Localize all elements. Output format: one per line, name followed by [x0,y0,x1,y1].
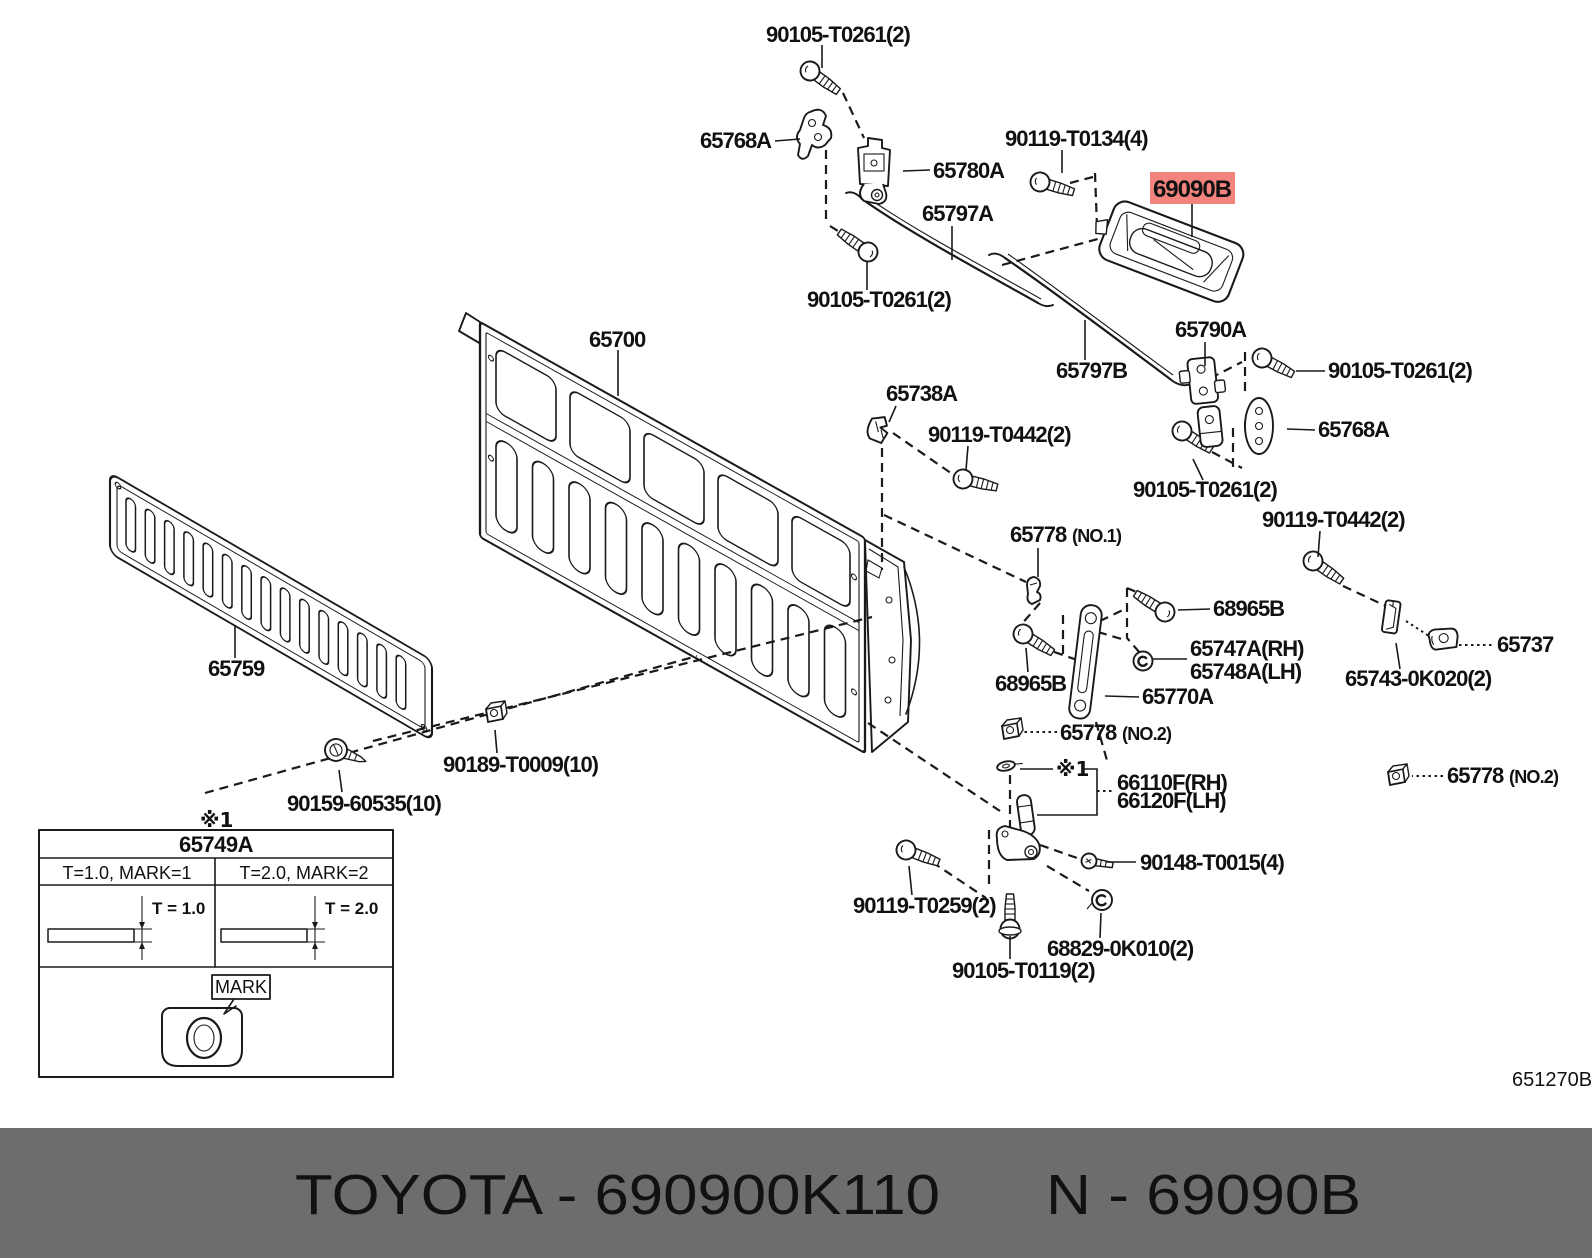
access-panel-drawing [108,475,434,739]
thickness-mark-table: 65749A T=1.0, MARK=1 T=2.0, MARK=2 T = 1… [38,829,394,1078]
label-90105-t0119: 90105-T0119(2) [952,958,1095,983]
label-65797b: 65797B [1056,358,1127,383]
bolt-icon-68965b-left [1008,619,1059,662]
label-65778-no2-right: 65778 [1447,763,1504,788]
label-65759: 65759 [208,656,265,681]
tailgate-panel-drawing [458,312,921,754]
screw-icon-90159 [320,734,371,773]
clip-icon-65743 [1380,599,1402,635]
bolt-icon-90105-mid [832,223,883,267]
label-66120f-lh: 66120F(LH) [1117,788,1226,813]
table-col1-header: T=1.0, MARK=1 [62,863,191,883]
bolt-icon-90105-top [795,56,845,101]
label-65737: 65737 [1497,632,1554,657]
label-65770a: 65770A [1142,684,1214,709]
handle-assembly-drawing [1095,200,1245,303]
label-65743-0k020: 65743-0K020(2) [1345,666,1492,691]
label-90105-t0261-mid: 90105-T0261(2) [807,287,951,312]
bolt-icon-90119-t0134 [1027,169,1078,203]
label-90119-t0259: 90119-T0259(2) [853,893,996,918]
dotted-leaders [1024,620,1494,792]
hinge-icon-66110f [995,794,1041,861]
label-65780a: 65780A [933,158,1005,183]
label-66110f-rh: 66110F(RH) [1117,770,1228,795]
table-t1-value: T = 1.0 [152,899,205,918]
cone-clip-icon-65778-no1 [1026,576,1042,605]
grommet-icon-65747a [1132,650,1154,672]
strut-icon-65770a [1068,604,1103,720]
bracket-icon-65768a-right [1243,397,1274,455]
highlight-box [1150,172,1235,204]
label-65778-no1-suffix: (NO.1) [1072,526,1122,546]
clip-icon-65778-no2-right [1387,763,1410,786]
washer-pin-icon [996,760,1023,772]
label-90189-t0009: 90189-T0009(10) [443,752,599,777]
label-65768a-left: 65768A [700,128,772,153]
bolt-icon-90119-t0442-right [1298,546,1349,590]
table-col2-header: T=2.0, MARK=2 [239,863,368,883]
label-65747a-rh: 65747A(RH) [1190,636,1304,661]
bolt-icon-90119-t0259 [892,836,944,873]
label-65768a-right: 65768A [1318,417,1390,442]
ref-mark-table: ※1 [200,808,233,832]
bracket-icon-65737 [1427,627,1459,651]
label-69090b-highlighted: 69090B [1153,176,1232,203]
label-90105-t0261-right-top: 90105-T0261(2) [1328,358,1472,383]
bolt-icon-90105-right-top [1248,344,1299,384]
label-90159-60535: 90159-60535(10) [287,791,441,816]
label-65778-no2-left-suffix: (NO.2) [1122,724,1172,744]
clip-icon-90189 [485,700,508,723]
footer-ref-number: N - 69090B [1046,1163,1361,1227]
table-mark-label: MARK [215,977,267,997]
label-68965b-left: 68965B [995,671,1066,696]
bolt-flange [998,926,1022,936]
ref-mark-hinge: ※1 [1056,757,1089,781]
label-65797a: 65797A [922,201,994,226]
footer-banner-bg [0,1128,1592,1258]
table-part-number: 65749A [179,832,254,857]
footer-banner: TOYOTA - 690900K110 N - 69090B [0,1128,1592,1258]
hinge-icon-65790a [1178,356,1227,448]
footer-part-number: TOYOTA - 690900K110 [295,1163,940,1227]
leader-lines [234,45,1401,959]
table-t2-value: T = 2.0 [325,899,378,918]
label-90119-t0442-right: 90119-T0442(2) [1262,507,1405,532]
grommet-icon-68829 [1086,889,1113,911]
label-68965b-right: 68965B [1213,596,1284,621]
label-65778-no2-right-suffix: (NO.2) [1509,767,1559,787]
bolt-icon-68965b-right [1129,584,1180,627]
label-65790a: 65790A [1175,317,1247,342]
label-90119-t0442-mid: 90119-T0442(2) [928,422,1071,447]
label-65748a-lh: 65748A(LH) [1190,659,1302,684]
bolt-icon-90119-t0442-mid [950,466,1001,498]
clip-icon-65778-no2-left [1001,717,1024,740]
bracket-icon-65768a-left [796,108,833,160]
label-90105-t0261-top: 90105-T0261(2) [766,22,910,47]
label-65778-no1: 65778 [1010,522,1067,547]
label-90119-t0134: 90119-T0134(4) [1005,126,1148,151]
label-65778-no2-left: 65778 [1060,720,1117,745]
clamp-icon-65738a [866,416,889,444]
label-68829-0k010: 68829-0K010(2) [1047,936,1194,961]
latch-icon-65780a [857,137,891,205]
diagram-code: 651270B [1512,1069,1592,1091]
label-90148-t0015: 90148-T0015(4) [1140,850,1284,875]
label-65738a: 65738A [886,381,958,406]
label-90105-t0261-right-mid: 90105-T0261(2) [1133,477,1277,502]
label-65700: 65700 [589,327,646,352]
